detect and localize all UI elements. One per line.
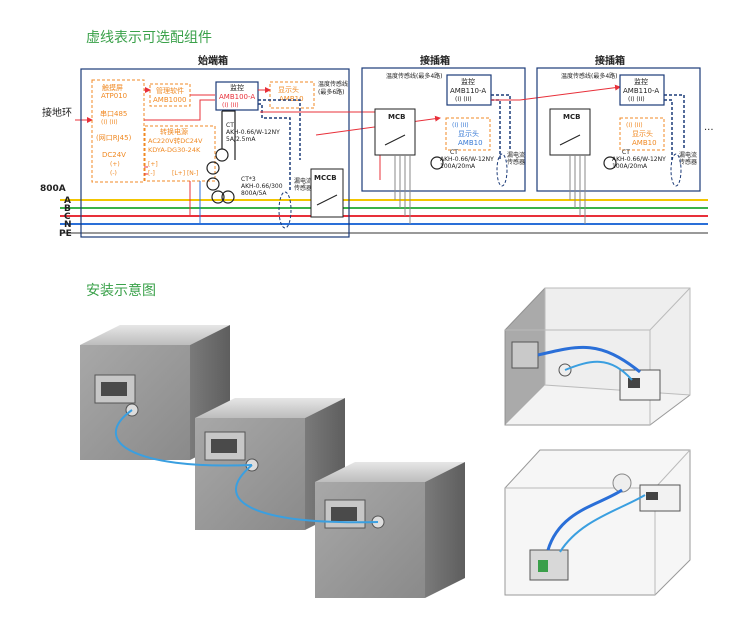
touchscreen-model: ATP010: [101, 92, 127, 100]
plug-box-2-display-model: AMB10: [632, 139, 657, 147]
start-box-title: 始端箱: [198, 54, 228, 67]
display-head-optional: [269, 81, 315, 109]
plug-box-2-monitor-ports: (I) (II): [628, 96, 645, 103]
bus-line-b-label: B: [64, 204, 71, 214]
plug-box-2-display-optional: [619, 117, 665, 151]
plug-box-2-leak-note: 传感器: [679, 158, 697, 166]
bus-line-pe-label: PE: [59, 229, 72, 239]
leak-sensor-note: 传感器: [294, 184, 312, 192]
ct-main-label: CT*3: [241, 176, 256, 183]
plug-box-1-mcb-label: MCB: [388, 113, 405, 121]
bus-current-label: 800A: [40, 184, 66, 194]
plug-box-1-monitor-label: 监控: [461, 77, 475, 86]
plug-box-1-ct-label: CT: [450, 149, 458, 156]
plug-box-2-mcb: [549, 108, 591, 156]
power-plus-label: [+]: [148, 161, 158, 168]
plug-box-1-display-ports: (I) (II): [452, 122, 469, 129]
display-label: 显示头: [278, 85, 299, 94]
bus-line-a-label: A: [64, 196, 71, 206]
plug-box-1-leak-label: 漏电流: [507, 151, 525, 159]
mgmt-software-model: AMB1000: [153, 96, 186, 104]
monitor-model: AMB100-A: [219, 93, 255, 101]
monitor-amb100: [215, 81, 259, 111]
touchscreen-label: 触摸屏: [102, 83, 123, 92]
plug-box-2-monitor-model: AMB110-A: [623, 87, 659, 95]
plug-box-2-ct-model: AKH-0.66/W-12NY: [612, 156, 666, 163]
mccb-breaker: [310, 168, 344, 218]
ct-rings: [206, 110, 236, 204]
plug-box-1-monitor-model: AMB110-A: [450, 87, 486, 95]
plug-box-2-ct-ratio: 100A/20mA: [612, 163, 648, 170]
link-cable-1: [114, 409, 253, 467]
plug-box-2-display-ports: (I) (II): [626, 122, 643, 129]
serial-ports: (I) (II): [101, 119, 118, 126]
power-supply-spec: AC220V转DC24V: [148, 136, 203, 145]
mgmt-software-label: 管理软件: [156, 86, 184, 95]
plug-box-1-monitor-ports: (I) (II): [455, 96, 472, 103]
network-label: (网口RJ45): [96, 134, 132, 142]
start-box-frame: [80, 68, 350, 238]
dc-minus-label: (-): [110, 170, 117, 177]
monitor-label: 监控: [230, 83, 244, 92]
plug-box-1-leak-note: 传感器: [507, 158, 525, 166]
plug-box-1-ct-model: AKH-0.66/W-12NY: [440, 156, 494, 163]
power-terminal-label: [L+] [N-]: [172, 170, 198, 177]
ct-main-model: AKH-0.66/300: [241, 183, 283, 190]
plug-box-2-mcb-label: MCB: [563, 113, 580, 121]
link-cable-2: [234, 464, 379, 524]
plug-box-2-monitor: [619, 74, 665, 106]
leak-sensor-label: 漏电流: [294, 177, 312, 185]
plug-box-1-display-model: AMB10: [458, 139, 483, 147]
detail-box-upper: [504, 287, 691, 426]
power-supply-box: [144, 125, 216, 182]
monitor-ports: (I) (II): [222, 102, 239, 109]
plug-box-2-monitor-label: 监控: [634, 77, 648, 86]
plug-box-1-monitor: [446, 74, 492, 106]
bus-line-n-label: N: [64, 220, 72, 230]
plug-box-2-ct-label: CT: [622, 149, 630, 156]
detail-box-lower: [504, 449, 691, 596]
temp-sensor-note: (最多6路): [318, 88, 345, 96]
plug-box-2-frame: [536, 67, 701, 192]
plug-box-1-display-optional: [445, 117, 491, 151]
optional-components-title: 虚线表示可选配组件: [86, 30, 212, 46]
serial-label: 串口485: [100, 110, 127, 118]
plug-box-2-leak-label: 漏电流: [679, 151, 697, 159]
power-minus-label: [-]: [148, 170, 155, 177]
ct-leak-ratio: 5A/2.5mA: [226, 136, 256, 143]
display-model: AMB10: [279, 95, 304, 103]
dc24-label: DC24V: [102, 151, 126, 159]
bus-lines: [60, 199, 708, 234]
plug-box-2-display-label: 显示头: [632, 129, 653, 138]
ct-leak-label: CT: [226, 122, 234, 129]
dc-plus-label: (+): [110, 161, 120, 168]
plug-box-1-ct-ratio: 100A/20mA: [440, 163, 476, 170]
ct-leak-model: AKH-0.66/W-12NY: [226, 129, 280, 136]
comm-module-group: [91, 79, 145, 183]
continuation-ellipsis: ...: [704, 122, 714, 133]
power-supply-label: 转换电源: [160, 127, 188, 136]
plug-box-1-frame: [361, 67, 526, 192]
ct-main-ratio: 800A/5A: [241, 190, 267, 197]
installation-box-3: [315, 462, 465, 598]
plug-box-2-title: 接插箱: [595, 54, 625, 67]
plug-box-1-display-label: 显示头: [458, 129, 479, 138]
ground-loop-label: 接地环: [42, 106, 72, 119]
temp-sensor-label: 温度传感线: [318, 80, 348, 88]
mccb-label: MCCB: [314, 174, 337, 182]
plug-box-2-temp-sensor: 温度传感线(最多4路): [561, 72, 618, 80]
bus-line-c-label: C: [64, 212, 71, 222]
plug-box-1-title: 接插箱: [420, 54, 450, 67]
plug-box-1-mcb: [374, 108, 416, 156]
power-supply-model: KDYA-DG30-24K: [148, 146, 201, 154]
plug-box-1-temp-sensor: 温度传感线(最多4路): [386, 72, 443, 80]
installation-title: 安装示意图: [86, 283, 156, 299]
